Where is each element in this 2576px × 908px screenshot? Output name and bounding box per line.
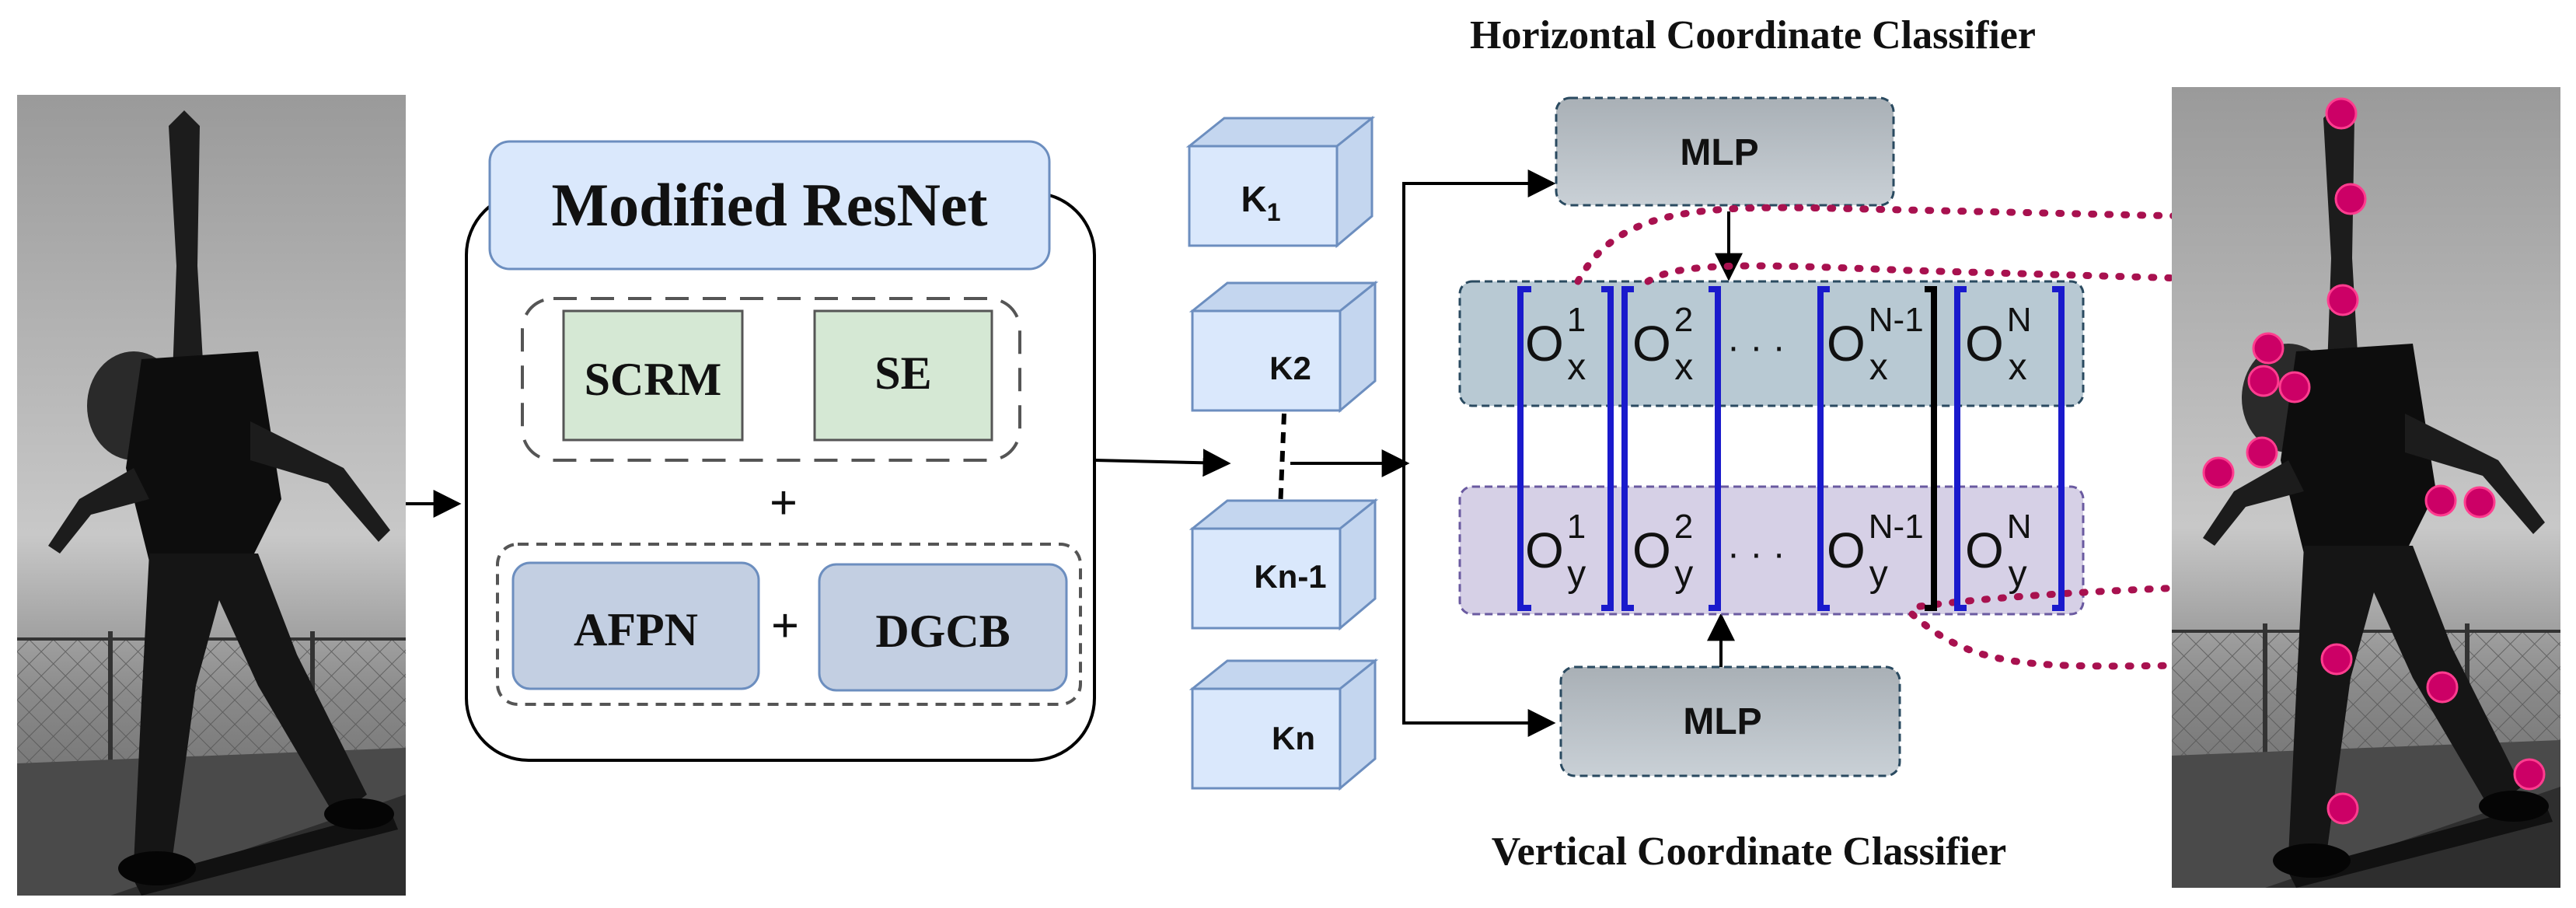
- kernel-kn-label: Kn: [1272, 720, 1315, 756]
- kernel-k1: K1: [1185, 115, 1376, 249]
- afpn-label: AFPN: [574, 604, 698, 655]
- plus-sign-middle: +: [770, 475, 798, 530]
- backbone-header: [488, 140, 1051, 271]
- mlp-bottom-label: MLP: [1683, 701, 1761, 742]
- plus-sign-inner: +: [771, 598, 799, 653]
- horizontal-classifier-title: Horizontal Coordinate Classifier: [1470, 13, 2036, 58]
- kernel-k1-label: K1: [1241, 179, 1280, 226]
- predicted-keypoints: [2202, 97, 2546, 825]
- kernel-k2: K2: [1189, 280, 1379, 414]
- scrm-label: SCRM: [585, 354, 722, 405]
- split-arrows: [1290, 169, 1556, 737]
- mlp-bottom: [1559, 665, 1901, 777]
- kernel-kn-1: Kn-1: [1189, 498, 1379, 631]
- kernel-kn: Kn: [1189, 658, 1379, 791]
- attention-modules-group: [521, 297, 1021, 462]
- kernel-k2-label: K2: [1269, 350, 1311, 386]
- x-coordinate-row: [1458, 280, 2085, 407]
- dgcb-module: [818, 563, 1068, 692]
- se-module: [813, 309, 993, 442]
- kernel-kn-1-label: Kn-1: [1254, 558, 1326, 595]
- mlp-top: [1555, 96, 1895, 207]
- backbone-title: Modified ResNet: [551, 171, 987, 239]
- afpn-module: [511, 561, 760, 690]
- se-label: SE: [874, 347, 931, 399]
- keypoint-link-lines: [1574, 204, 2188, 670]
- input-image: [17, 95, 406, 896]
- mlp-top-label: MLP: [1680, 132, 1758, 173]
- kernel-stack: K1 K2 Kn-1 Kn: [1185, 115, 1379, 791]
- vertical-classifier-title: Vertical Coordinate Classifier: [1492, 829, 2006, 874]
- x-ellipsis: · · ·: [1727, 327, 1785, 368]
- scrm-module: [562, 309, 744, 442]
- y-coordinate-row: [1458, 485, 2085, 616]
- output-image: [2172, 87, 2560, 888]
- fusion-modules-group: [496, 543, 1082, 706]
- output-brackets: [1517, 286, 2065, 611]
- dgcb-label: DGCB: [875, 606, 1010, 657]
- backbone-output-arrow: [1094, 449, 1231, 477]
- y-ellipsis: · · ·: [1727, 533, 1785, 574]
- modified-resnet-block: Modified ResNet SCRM SE + AFPN + DGCB: [465, 140, 1096, 762]
